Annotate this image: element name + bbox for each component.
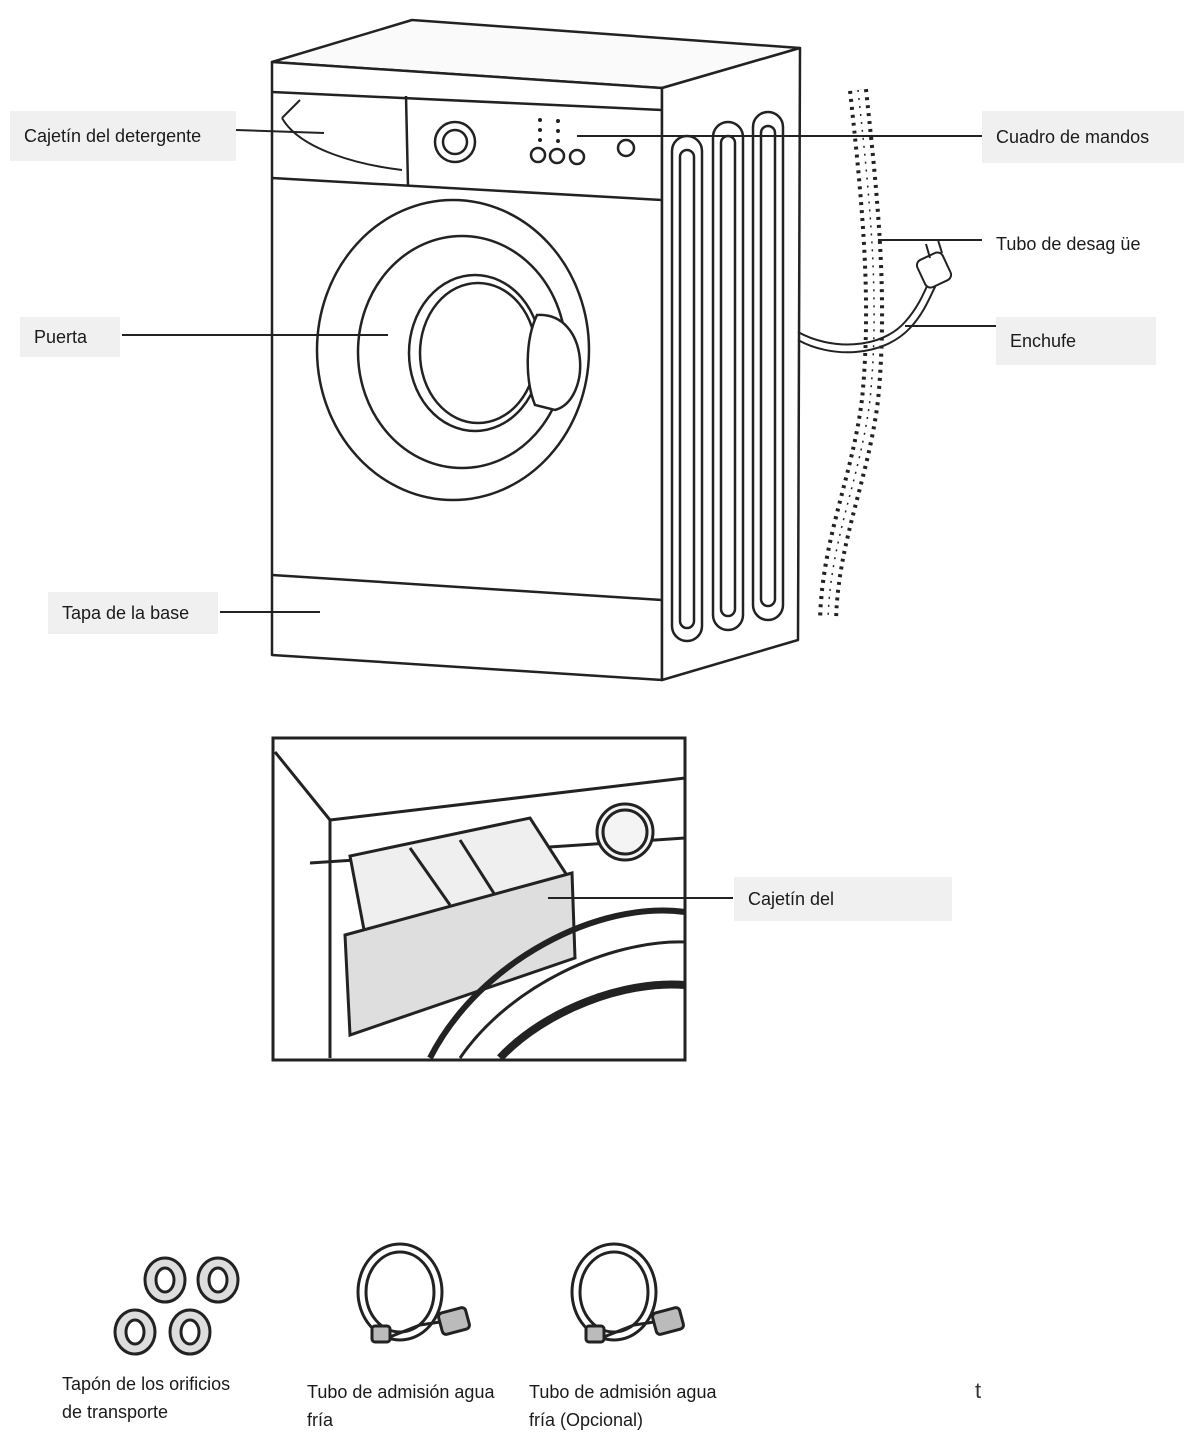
label-drain-hose-text: Tubo de desag üe [996, 234, 1141, 254]
caption-inlet-hose-optional-line2: fría (Opcional) [529, 1410, 644, 1430]
power-cable-shape [797, 239, 953, 354]
label-detail-drawer: Cajetín del [734, 877, 952, 921]
caption-transport-plugs: Tapón de los orificios de transporte [62, 1370, 230, 1426]
label-plug: Enchufe [996, 317, 1156, 365]
label-control-panel-text: Cuadro de mandos [996, 127, 1150, 147]
caption-inlet-hose-optional: Tubo de admisión agua fría (Opcional) [529, 1378, 716, 1434]
transport-plugs-icon [113, 1256, 240, 1356]
caption-transport-plugs-line1: Tapón de los orificios [62, 1374, 231, 1394]
label-detail-drawer-text: Cajetín del [748, 889, 835, 909]
caption-inlet-hose-line2: fría [307, 1410, 334, 1430]
caption-inlet-hose-optional-line1: Tubo de admisión agua [529, 1382, 717, 1402]
caption-transport-plugs-line2: de transporte [62, 1402, 169, 1422]
detail-inset [271, 736, 733, 1062]
label-detergent-drawer: Cajetín del detergente [10, 111, 236, 161]
label-base-cover: Tapa de la base [48, 592, 218, 634]
control-knob [433, 120, 477, 164]
label-door-text: Puerta [34, 327, 88, 347]
caption-inlet-hose-line1: Tubo de admisión agua [307, 1382, 495, 1402]
caption-inlet-hose: Tubo de admisión agua fría [307, 1378, 494, 1434]
side-ribs [670, 110, 785, 643]
door-shape [315, 198, 591, 502]
label-base-cover-text: Tapa de la base [62, 603, 190, 623]
inlet-hose-optional-icon [570, 1242, 685, 1344]
label-control-panel: Cuadro de mandos [982, 111, 1184, 163]
stray-mark: t [975, 1378, 982, 1403]
drain-hose-shape [818, 88, 885, 621]
control-buttons [529, 138, 636, 166]
label-plug-text: Enchufe [1010, 331, 1077, 351]
inlet-hose-icon [356, 1242, 471, 1344]
detergent-drawer-shape [281, 99, 403, 171]
label-detergent-drawer-text: Cajetín del detergente [24, 126, 202, 146]
label-door: Puerta [20, 317, 120, 357]
label-drain-hose: Tubo de desag üe [982, 222, 1172, 266]
